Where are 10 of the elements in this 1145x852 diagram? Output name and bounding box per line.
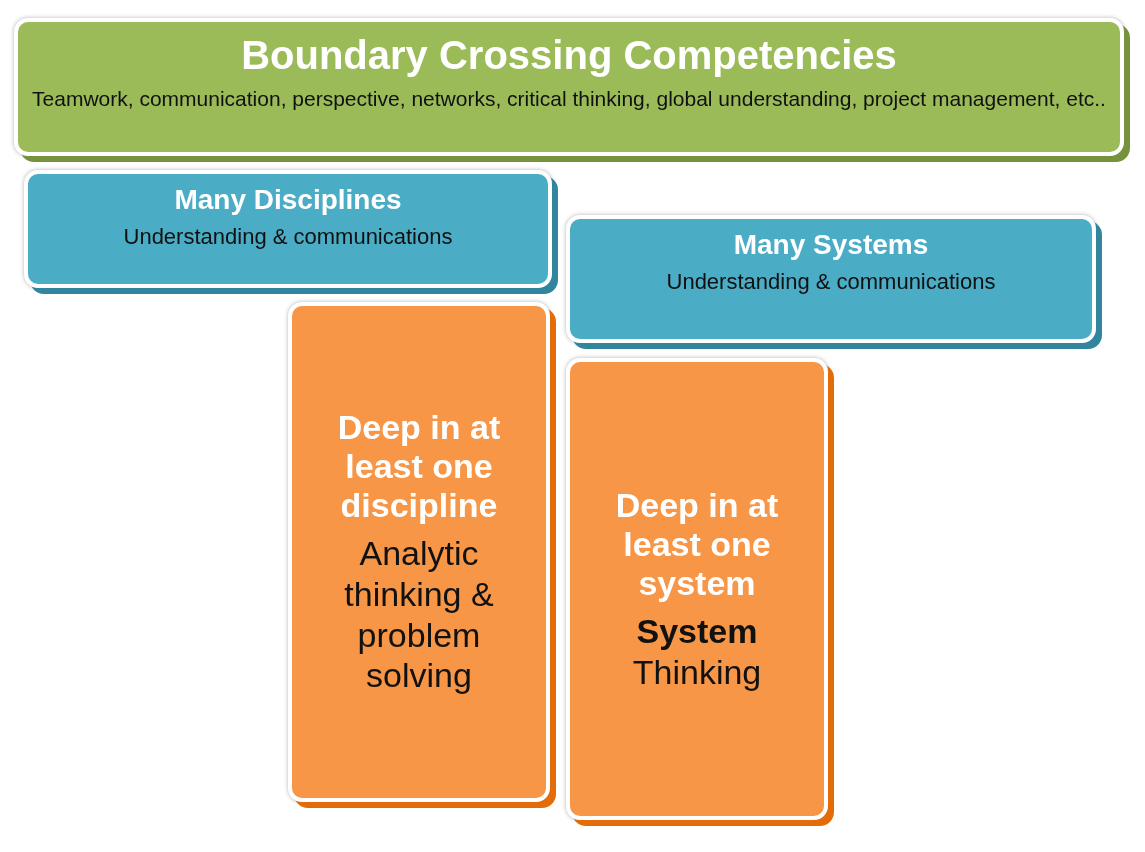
heading: Deep in at least one discipline bbox=[336, 407, 502, 526]
description: Analytic thinking & problem solving bbox=[343, 533, 495, 697]
heading: Deep in at least one system bbox=[614, 485, 780, 603]
description: System Thinking bbox=[631, 610, 763, 693]
description: Understanding & communications bbox=[666, 269, 996, 296]
heading: Boundary Crossing Competencies bbox=[241, 32, 897, 78]
description: Teamwork, communication, perspective, networks, critical thinking, global understanding, project management, etc.. bbox=[32, 86, 1106, 112]
heading: Many Systems bbox=[733, 229, 929, 262]
description: Understanding & communications bbox=[123, 224, 453, 251]
heading: Many Disciplines bbox=[174, 184, 402, 217]
